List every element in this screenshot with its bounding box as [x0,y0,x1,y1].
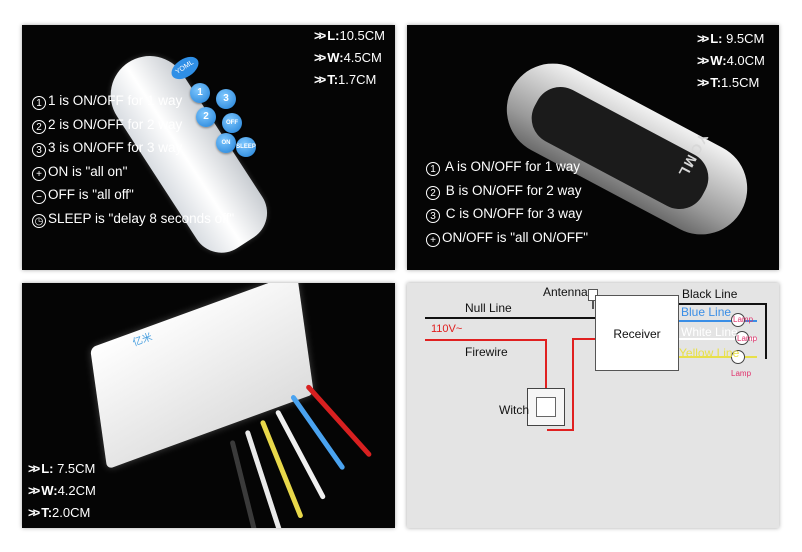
feature-item: 1 A is ON/OFF for 1 way [426,155,588,179]
wire-yellow [259,419,304,519]
wire-white [274,409,327,500]
switch-label: Witch [499,403,529,417]
remote-button-off: OFF [222,113,242,133]
dimension-thickness: >>T:2.0CM [28,505,91,520]
dimension-width: >>W:4.0CM [697,53,765,68]
feature-list: 1 A is ON/OFF for 1 way 2 B is ON/OFF fo… [426,155,588,249]
feature-item: 3 C is ON/OFF for 3 way [426,202,588,226]
feature-item: −OFF is "all off" [32,183,234,207]
dimensions: >>L: 9.5CM >>W:4.0CM >>T:1.5CM [697,28,765,94]
voltage-label: 110V~ [431,323,463,335]
wiring-diagram-panel: Receiver Antenna Null Line 110V~ Firewir… [407,283,779,528]
wire-red [305,383,373,458]
dimensions: >>L: 7.5CM >>W:4.2CM >>T:2.0CM [28,458,96,524]
hot-wire [425,339,547,341]
lamp-label-1: Lamp [733,315,754,324]
switch-return-top [572,338,596,340]
black-line-label: Black Line [682,287,738,301]
receiver-box: Receiver [595,295,679,371]
antenna-label: Antenna [543,285,588,299]
dimension-length: >>L: 9.5CM [697,31,765,46]
remote-button-sleep: SLEEP [236,137,256,157]
yellow-line-wire [679,356,757,358]
lamp-icon-1 [731,313,745,327]
remote-button-2: 2 [196,107,216,127]
white-line-wire [679,338,757,340]
wall-switch-icon [527,388,565,426]
dimension-length: >>L: 7.5CM [28,461,96,476]
remote-panel-2: YOML >>L: 9.5CM >>W:4.0CM >>T:1.5CM 1 A … [407,25,779,270]
hot-wire-drop [545,339,547,389]
dimension-width: >>W:4.2CM [28,483,96,498]
remote-panel-1: YOML 1 3 2 OFF ON SLEEP >>L:10.5CM >>W:4… [22,25,395,270]
dimension-thickness: >>T:1.5CM [697,75,760,90]
switch-rocker [536,397,556,417]
remote-control-image: YOML 1 3 2 OFF ON SLEEP [95,35,279,265]
remote-button-on: ON [216,133,236,153]
lamp-label-3: Lamp [731,369,752,378]
remote-button-3: 3 [216,89,236,109]
black-line-wire [679,303,767,305]
receiver-panel: 亿米 >>L: 7.5CM >>W:4.2CM >>T:2.0CM [22,283,395,528]
lamp-label-2: Lamp [737,334,758,343]
feature-item: ◷SLEEP is "delay 8 seconds off" [32,207,234,231]
blue-line-wire [679,320,757,322]
firewire-label: Firewire [465,345,508,359]
null-line-label: Null Line [465,301,512,315]
receiver-box-image [90,283,314,470]
switch-return [572,338,574,430]
lamp-icon-2 [735,331,749,345]
wire-blue [289,394,346,471]
dimension-thickness: >>T:1.7CM [314,72,377,87]
dimension-length: >>L:10.5CM [314,28,385,43]
yellow-line-label: Yellow Line [679,346,740,360]
null-line [425,317,595,319]
lamp-icon-3 [731,350,745,364]
feature-item: +ON is "all on" [32,160,234,184]
feature-item: +ON/OFF is "all ON/OFF" [426,226,588,250]
black-line-return [765,303,767,359]
blue-line-label: Blue Line [681,305,732,319]
remote-button-1: 1 [190,83,210,103]
dimensions: >>L:10.5CM >>W:4.5CM >>T:1.7CM [314,25,385,91]
dimension-width: >>W:4.5CM [314,50,382,65]
feature-item: 2 B is ON/OFF for 2 way [426,179,588,203]
white-line-label: White Line [681,325,738,339]
switch-return-bottom [547,429,574,431]
